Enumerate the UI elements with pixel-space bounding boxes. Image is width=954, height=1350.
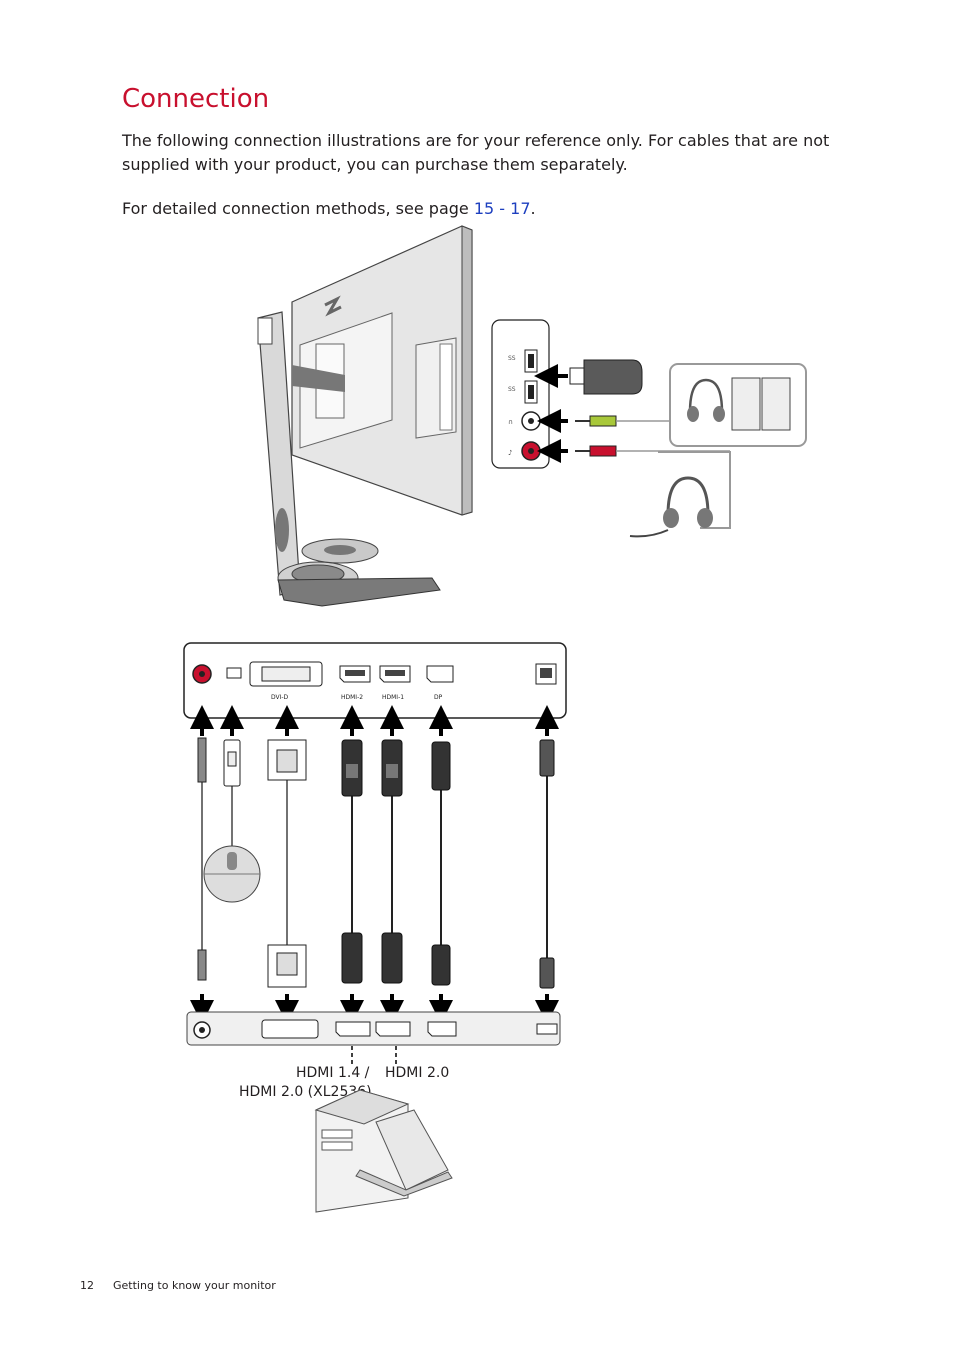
hdmi-left-callout-line1: HDMI 1.4 / — [296, 1065, 370, 1081]
usb-connector-top — [539, 739, 555, 777]
side-port-panel: SS SS ∩ ♪ — [491, 319, 550, 469]
methods-suffix: . — [530, 199, 536, 218]
page-link-17[interactable]: 17 — [510, 199, 531, 218]
computer-icon — [314, 1089, 453, 1213]
page-number: 12 — [80, 1279, 94, 1292]
svg-text:SS: SS — [508, 355, 516, 362]
audio-jack-connector-top — [197, 737, 207, 783]
dp-port-label: DP — [434, 694, 443, 701]
hdmi2-port-label: HDMI-2 — [341, 694, 363, 701]
hdmi1-connector-top — [381, 739, 403, 797]
usb-flash-drive-icon — [569, 359, 643, 395]
svg-text:SS: SS — [508, 386, 516, 393]
headphones-speakers-icon — [669, 363, 807, 447]
side-connection-arrows — [534, 364, 568, 463]
footer-section-title: Getting to know your monitor — [113, 1279, 276, 1292]
pc-port-panel — [186, 1011, 561, 1046]
page-range-separator: - — [494, 199, 511, 218]
monitor-illustration — [257, 225, 473, 607]
dvi-port-label: DVI-D — [271, 694, 289, 701]
svg-text:♪: ♪ — [508, 449, 512, 457]
headset-microphone-icon — [629, 451, 731, 538]
hdmi-right-callout: HDMI 2.0 — [385, 1065, 449, 1081]
usb-connector-bottom — [539, 957, 555, 989]
dvi-connector-top — [267, 739, 307, 781]
dp-connector-top — [431, 741, 451, 791]
s-switch-connector — [223, 739, 241, 787]
dp-connector-bottom — [431, 944, 451, 986]
page-link-15[interactable]: 15 — [473, 199, 495, 218]
hdmi1-port-label: HDMI-1 — [382, 694, 404, 701]
audio-jack-connector-bottom — [197, 949, 207, 981]
s-switch-remote-icon — [203, 845, 261, 903]
svg-text:∩: ∩ — [508, 418, 513, 426]
rear-port-panel: DVI-D HDMI-2 HDMI-1 DP — [183, 642, 567, 719]
hdmi2-connector-top — [341, 739, 363, 797]
rear-panel-arrows — [190, 705, 559, 736]
page-title: Connection — [122, 84, 270, 114]
intro-paragraph: The following connection illustrations a… — [122, 131, 830, 174]
hdmi-connector-bottom-left — [341, 932, 363, 984]
audio-plug-green-icon — [575, 415, 670, 427]
connection-methods-paragraph: For detailed connection methods, see pag… — [122, 197, 842, 221]
hdmi-left-callout-line2: HDMI 2.0 (XL2536) — [239, 1084, 372, 1100]
dvi-connector-bottom — [267, 944, 307, 988]
cables — [201, 775, 548, 960]
methods-prefix: For detailed connection methods, see pag… — [122, 199, 474, 218]
hdmi-connector-bottom-right — [381, 932, 403, 984]
pc-panel-arrows — [190, 994, 559, 1024]
